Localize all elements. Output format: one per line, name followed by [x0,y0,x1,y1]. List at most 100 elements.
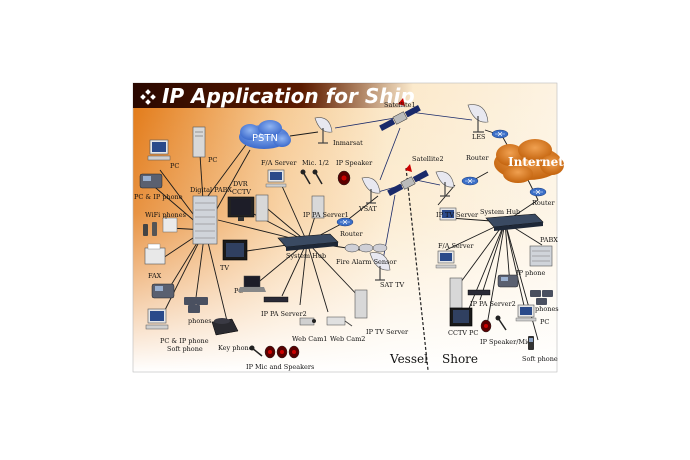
phones-label: phones [188,317,212,325]
fa-server-shore-icon [435,250,457,269]
web-cam1-icon [299,317,316,326]
ip-phone-shore-icon [497,274,519,288]
router-vessel-icon [336,217,354,227]
pc-bottom-left-icon [145,308,169,330]
web-cam2-label: Web Cam2 [330,335,365,343]
dvr-tower-icon [255,194,269,222]
pc-ip-soft-label: PC & IP phone [160,337,209,345]
pc-top-tower-icon [192,126,206,158]
ip-pa-server2-vessel-icon [263,296,289,303]
router-shore-right-icon [529,187,547,197]
page-title: IP Application for Ship [162,84,415,108]
dvr-cctv-label-2: CCTV [232,188,251,196]
ip-speaker-icon [337,170,351,186]
ip-speaker-label: IP Speaker [336,159,373,167]
ip-tv-server-shore-icon [439,207,457,221]
ip-phone-label: IP phone [516,269,545,277]
digital-pabx-icon [192,195,218,245]
shore-tower-icon [449,277,463,309]
fire-alarm-label: Fire Alarm Sensor [336,258,397,266]
vessel-label: Vessel [389,352,428,366]
soft-phone-shore-label: Soft phone [522,355,558,363]
ip-pa-server2-left-label: IP PA Server2 [261,310,307,318]
dvr-monitor-icon [227,196,255,221]
ip-tv-server-vessel-label: IP TV Server [366,328,409,336]
phones-shore-group-icon [530,290,553,305]
laptop-icon [238,275,266,292]
vessel-shore-divider [405,167,429,371]
satellite2-icon [387,170,429,196]
ip-pa-server1-icon [311,195,325,219]
digital-pabx-label: Digital PABX [190,186,232,194]
vsat-label: VSAT [358,205,377,213]
ip-pa-server2-shore-icon [467,289,491,296]
fa-server-shore-label: F/A Server [438,242,474,250]
sat-tv-label: SAT TV [380,281,405,289]
internet-label: Internet [508,155,564,169]
satellite1-icon [379,105,421,131]
ip-phone-left-icon [151,283,175,299]
pc-shore-label: PC [540,318,549,326]
pc-top-left-icon [147,139,171,161]
satellite-beams [334,111,473,261]
les-label: LES [472,133,486,141]
router-les-icon [491,129,509,139]
ip-speaker-shore-icon [480,315,507,333]
sat-tv-dish-icon [369,252,391,281]
internet-cloud: Internet [494,139,564,183]
ip-phone-top-icon [139,173,163,189]
web-cam1-label: Web Cam1 [292,335,327,343]
inmarsat-label: Inmarsat [333,139,363,147]
pc-shore-icon [515,304,537,322]
satellite2-antenna-icon [405,164,412,172]
shore-label: Shore [442,352,478,366]
title-bullet-icon [140,89,156,105]
ip-mic-speakers-label: IP Mic and Speakers [246,363,314,371]
cctv-pc-label: CCTV PC [448,329,478,337]
fa-server-vessel-label: F/A Server [261,159,297,167]
router-shore-top-icon [461,176,479,186]
fax-label: FAX [148,272,162,280]
router-shore-top-label: Router [466,154,489,162]
dvr-cctv-label-1: DVR [233,180,249,188]
ip-pa-server2-shore-label: IP PA Server2 [470,300,516,308]
wifi-phones-icon [143,215,178,236]
cctv-pc-icon [449,307,473,327]
fa-server-vessel-icon [265,169,287,188]
system-hub-vessel-label: System Hub [286,252,326,260]
phones-shore-label: phones [535,305,559,313]
router-vessel-label: Router [340,230,363,238]
router-shore-right-label: Router [532,199,555,207]
pabx-shore-icon [529,245,553,267]
pstn-cloud: PSTN [239,120,291,149]
mic-label: Mic. 1/2 [302,159,329,167]
inmarsat-dish-icon [314,117,333,144]
satellite2-label: Satellite2 [412,155,444,163]
shore-dish-icon [435,171,455,197]
fax-icon [144,243,166,265]
pc-top-left-label: PC [170,162,179,170]
title-bar [133,83,413,108]
tv-label: TV [220,264,229,272]
phones-group-icon [184,297,208,313]
vsat-dish-icon [361,177,381,204]
pc-top-label: PC [208,156,217,164]
ip-speaker-mic-label: IP Speaker/Mic [480,338,531,346]
pabx-label: PABX [540,236,558,244]
system-hub-vessel-icon [277,233,339,251]
pc-ip-phone-label: PC & IP phone [134,193,183,201]
system-hub-shore-icon [485,213,544,231]
ip-tv-server-vessel-icon [354,289,368,319]
key-phone-icon [211,318,239,336]
fire-alarm-sensor-icon [344,243,388,253]
ip-tv-server-shore-label: IP TV Server [436,211,479,219]
wifi-phones-label: WiFi phones [145,211,186,219]
ip-pa-server1-label: IP PA Server1 [303,211,349,219]
satellite1-label: Satellite1 [384,101,416,109]
ip-mic-speakers-icon [249,345,300,359]
web-cam2-icon [326,316,353,327]
soft-phone-left-label: Soft phone [167,345,203,353]
system-hub-shore-label: System Hub [480,208,520,216]
les-dish-icon [467,104,489,133]
key-phone-label: Key phone [218,344,253,352]
